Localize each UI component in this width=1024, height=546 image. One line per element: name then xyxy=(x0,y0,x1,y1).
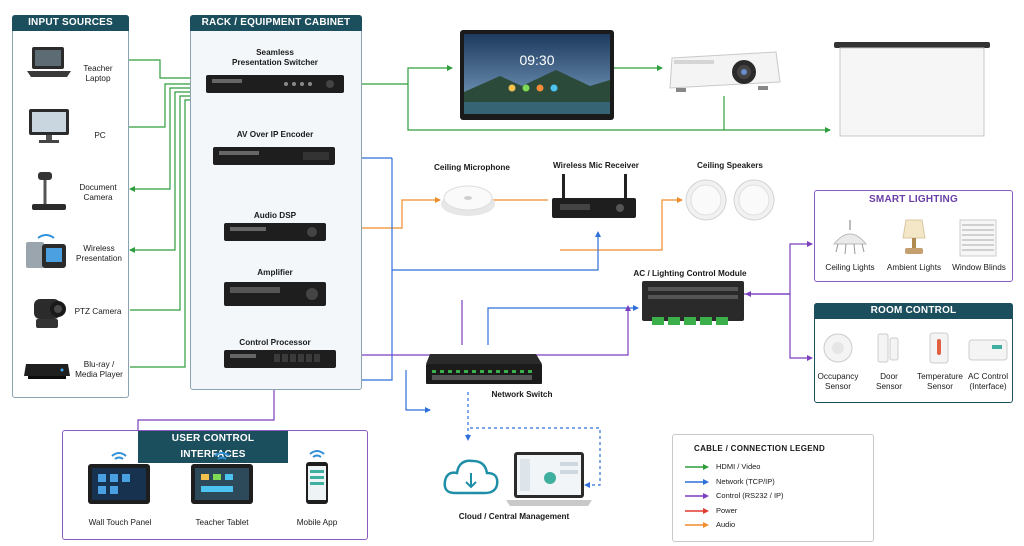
management-laptop-icon xyxy=(506,452,592,506)
temperature-sensor-icon xyxy=(929,332,949,364)
room-label-door: Door Sensor xyxy=(876,372,902,391)
lighting-label-ceiling: Ceiling Lights xyxy=(825,263,875,272)
audio-dsp-device xyxy=(224,223,326,241)
ui-label-wall-panel: Wall Touch Panel xyxy=(88,518,152,527)
ptz-camera-icon xyxy=(34,299,66,328)
media-player-icon xyxy=(24,364,70,379)
rack-label-dsp: Audio DSP xyxy=(253,211,297,220)
room-label-occupancy: Occupancy Sensor xyxy=(817,372,859,391)
window-blinds-icon xyxy=(959,219,997,257)
ceiling-microphone-icon xyxy=(441,185,495,216)
occupancy-sensor-icon xyxy=(823,333,853,363)
wall-touch-panel-icon xyxy=(88,452,150,504)
room-label-ac-control: AC Control (Interface) xyxy=(967,372,1009,391)
ambient-lights-icon xyxy=(902,219,926,254)
hdmi-lines xyxy=(71,59,831,368)
ac-module-label: AC / Lighting Control Module xyxy=(633,269,747,278)
legend-swatch xyxy=(685,493,709,499)
mobile-app-icon xyxy=(306,450,328,504)
rack-cabinet-panel xyxy=(190,15,362,390)
room-label-temperature: Temperature Sensor xyxy=(917,372,963,391)
network-switch-icon xyxy=(426,354,542,384)
display-clock: 09:30 xyxy=(519,52,555,68)
input-sources-panel xyxy=(12,15,129,398)
monitor-icon xyxy=(29,109,69,143)
control-processor-device xyxy=(224,350,336,368)
legend-label: Network (TCP/IP) xyxy=(716,476,775,486)
ui-label-tablet: Teacher Tablet xyxy=(195,518,249,527)
laptop-icon xyxy=(27,47,71,77)
wireless-presentation-icon xyxy=(26,234,66,268)
smart-lighting-header: SMART LIGHTING xyxy=(869,194,958,205)
input-label-media-player: Blu-ray / Media Player xyxy=(75,360,123,379)
user-control-header: USER CONTROL INTERFACES xyxy=(138,431,288,463)
legend-swatch xyxy=(685,507,709,514)
ui-label-mobile: Mobile App xyxy=(296,518,338,527)
lighting-label-ambient: Ambient Lights xyxy=(886,263,942,272)
legend-label: Power xyxy=(716,505,738,515)
legend-label: Control (RS232 / IP) xyxy=(716,491,784,500)
projector-icon xyxy=(669,51,781,92)
wireless-mic-label: Wireless Mic Receiver xyxy=(553,161,639,170)
presentation-switcher-device xyxy=(206,75,344,93)
legend-title: CABLE / CONNECTION LEGEND xyxy=(694,444,826,453)
ceiling-speakers-label: Ceiling Speakers xyxy=(697,161,763,170)
rack-label-encoder: AV Over IP Encoder xyxy=(236,130,314,139)
interactive-display xyxy=(460,30,614,120)
cloud-management-label: Cloud / Central Management xyxy=(458,512,570,521)
rack-label-switcher: Seamless Presentation Switcher xyxy=(232,48,318,67)
input-label-pc: PC xyxy=(94,131,106,140)
legend-swatch xyxy=(685,522,709,528)
network-switch-label: Network Switch xyxy=(491,390,553,399)
legend-swatch xyxy=(685,478,709,485)
rack-cabinet-header: RACK / EQUIPMENT CABINET xyxy=(190,15,362,31)
teacher-tablet-icon xyxy=(191,452,253,504)
rack-label-control-processor: Control Processor xyxy=(239,338,311,347)
input-label-document-camera: Document Camera xyxy=(79,183,117,202)
legend-label: Audio xyxy=(716,520,736,529)
lighting-label-blinds: Window Blinds xyxy=(952,263,1006,272)
rack-label-amplifier: Amplifier xyxy=(257,268,293,277)
legend-label: HDMI / Video xyxy=(716,462,761,471)
projection-screen xyxy=(834,42,990,137)
input-label-ptz-camera: PTZ Camera xyxy=(74,307,122,316)
input-label-wireless-presentation: Wireless Presentation xyxy=(76,244,122,263)
room-control-header: ROOM CONTROL xyxy=(814,303,1013,319)
ac-control-interface-icon xyxy=(968,339,1008,361)
ac-lighting-control-module xyxy=(642,281,744,325)
ceiling-mic-label: Ceiling Microphone xyxy=(434,163,510,172)
legend-swatch xyxy=(685,464,709,470)
ceiling-speakers-icon xyxy=(685,179,775,221)
document-camera-icon xyxy=(32,172,66,210)
input-sources-header: INPUT SOURCES xyxy=(12,15,129,31)
ceiling-lights-icon xyxy=(832,220,868,255)
amplifier-device xyxy=(224,282,326,306)
input-label-laptop: Teacher Laptop xyxy=(83,64,113,83)
cloud-icon xyxy=(443,459,499,495)
wireless-mic-receiver-icon xyxy=(552,174,636,218)
av-over-ip-encoder-device xyxy=(213,147,335,165)
door-sensor-icon xyxy=(877,333,899,363)
